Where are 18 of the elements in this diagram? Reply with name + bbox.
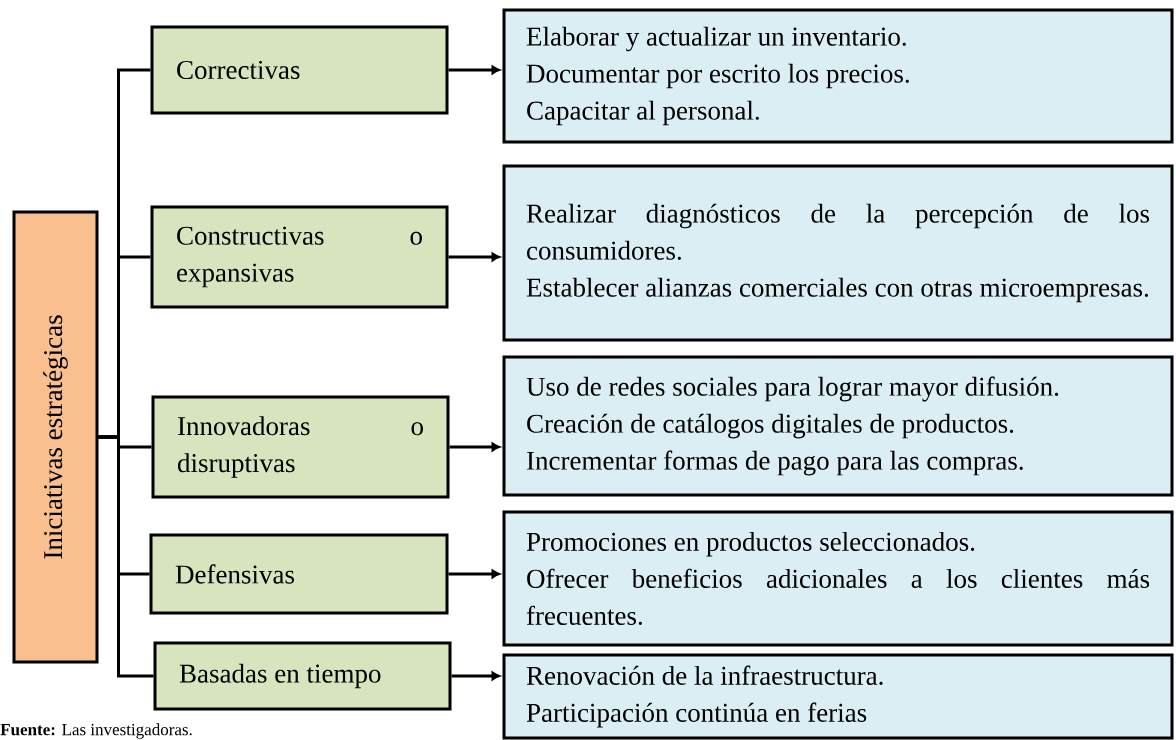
arrow xyxy=(449,442,501,452)
arrow xyxy=(448,252,501,262)
connector-line xyxy=(98,435,154,678)
action-box: Realizar diagnósticos de la percepción de los consumidores. Establecer alianzas comerciales con otras microempresas. xyxy=(502,164,1174,342)
category-box: Basadas en tiempo xyxy=(153,641,452,711)
source-note: Fuente: Las investigadoras. xyxy=(0,723,192,739)
arrow xyxy=(448,65,501,75)
action-box: Promociones en productos seleccionados. Ofrecer beneficios adicionales a los clientes más frecuentes. xyxy=(502,510,1174,647)
category-box: Constructivas o expansivas xyxy=(150,205,449,309)
category-box: Iniciativas estratégicas xyxy=(12,210,99,664)
category-box: Defensivas xyxy=(149,533,449,615)
action-box: Uso de redes sociales para lograr mayor difusión. Creación de catálogos digitales de productos. Incrementar formas de pago para las compras. xyxy=(502,355,1174,497)
action-box: Elaborar y actualizar un inventario. Documentar por escrito los precios. Capacitar al personal. xyxy=(502,8,1174,144)
arrow xyxy=(448,569,501,579)
category-box: Correctivas xyxy=(150,25,449,115)
action-box: Renovación de la infraestructura. Participación continúa en ferias xyxy=(502,653,1174,740)
category-box: Innovadoras o disruptivas xyxy=(151,395,450,499)
arrow xyxy=(451,671,501,681)
